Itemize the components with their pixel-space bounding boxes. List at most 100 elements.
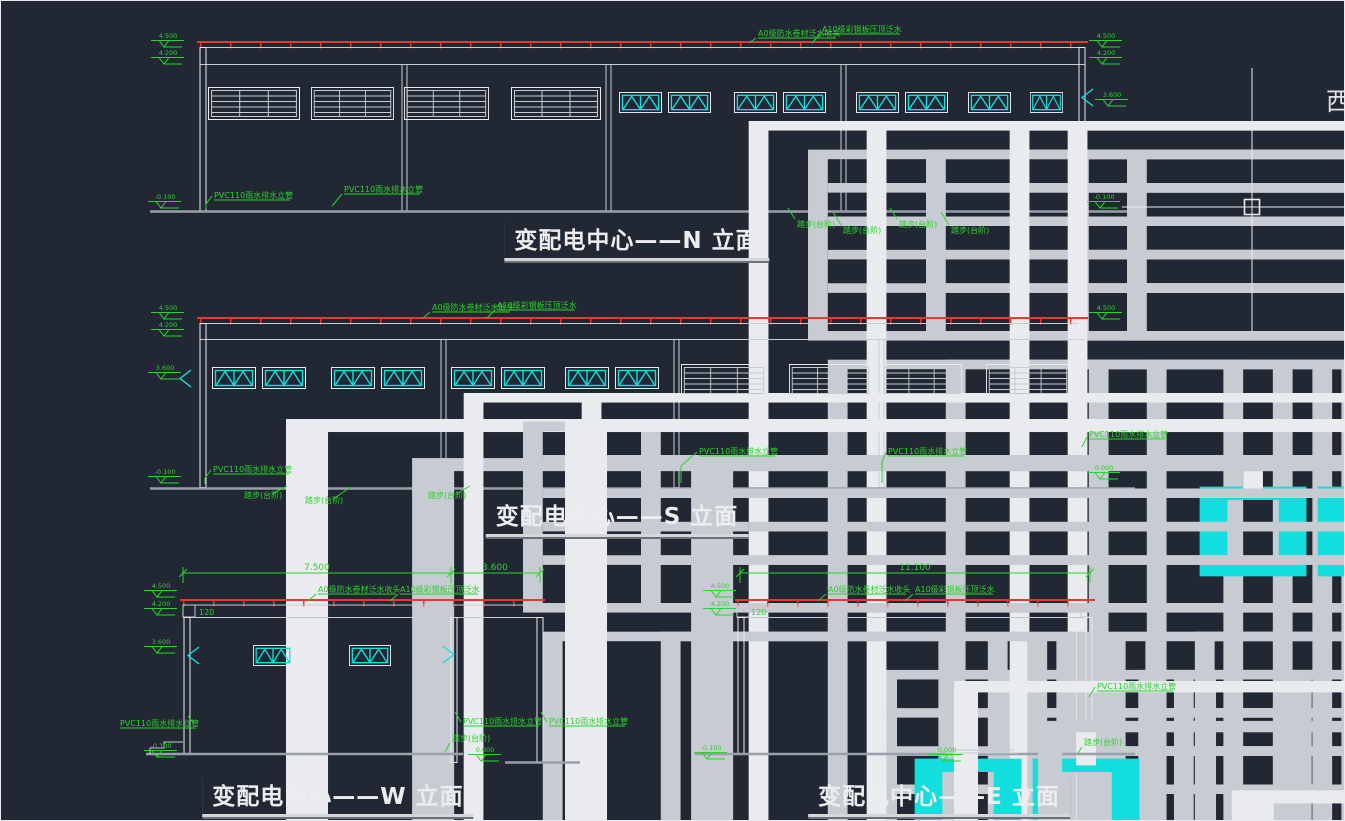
level-marker[interactable]: 4.500 [143, 582, 178, 598]
level-marker[interactable]: 4.500 [150, 304, 185, 320]
truss-window[interactable] [856, 92, 899, 113]
level-marker[interactable]: 3.600 [147, 364, 182, 380]
louver-window[interactable] [208, 87, 300, 120]
level-marker[interactable]: 4.500 [150, 32, 185, 48]
roof-note-label[interactable]: A0级防水卷材泛水收头 [307, 584, 401, 602]
level-marker[interactable]: 0.000 [467, 746, 502, 762]
parapet-dim-label[interactable]: 120 [751, 608, 766, 617]
roof-note-label[interactable]: A10级彩钢板压顶泛水 [811, 24, 902, 44]
steps-label[interactable]: 踏步(台阶) [444, 733, 490, 753]
w-elevation-title[interactable]: 变配电中心——W 立面 [202, 777, 474, 817]
level-marker[interactable]: -0.100 [147, 468, 182, 484]
level-marker[interactable]: 3.600 [1094, 91, 1129, 107]
w-elevation-drawing[interactable]: 7.500 3.600 120 A0级防水卷材泛水收头 A10级彩钢板压顶泛水 … [120, 563, 628, 771]
s-elevation-title[interactable]: 变配电中心——S 立面 [485, 497, 749, 537]
e-elevation-drawing[interactable]: 11.100 120 A0级防水卷材泛水收头 A10级彩钢板压顶泛水 PVC11… [693, 563, 1345, 821]
roof-note-label[interactable]: A0级防水卷材泛水收头 [817, 584, 911, 602]
s-elevation-drawing[interactable]: A0级防水卷材泛水收头 A10级彩钢板压顶泛水 PVC110雨水排水立管 PVC… [147, 300, 1345, 821]
truss-window[interactable] [1030, 92, 1063, 113]
n-elevation-title[interactable]: 变配电中心——N 立面 [504, 221, 770, 261]
pvc-downpipe-label[interactable]: PVC110雨水排水立管 [680, 446, 778, 483]
level-marker[interactable]: 4.500 [1088, 304, 1123, 320]
level-marker[interactable]: 4.500 [1088, 32, 1123, 48]
louver-window[interactable] [311, 87, 394, 120]
pvc-downpipe-label[interactable]: PVC110雨水排水立管 [454, 711, 542, 727]
steps-label[interactable]: 踏步(台阶) [889, 207, 937, 229]
truss-window[interactable] [968, 92, 1011, 113]
steps-label[interactable]: 踏步(台阶) [787, 207, 835, 229]
e-elevation-title[interactable]: 变配电中心——E 立面 [808, 777, 1070, 817]
roof-note-label[interactable]: A0级防水卷材泛水收头 [422, 302, 515, 319]
level-marker[interactable]: -0.100 [143, 742, 178, 758]
truss-window[interactable] [615, 367, 659, 389]
svg-text:PVC110雨水排水立管: PVC110雨水排水立管 [344, 184, 423, 194]
svg-text:0.000: 0.000 [476, 746, 495, 754]
svg-text:4.500: 4.500 [159, 304, 178, 312]
level-marker[interactable]: 4.200 [150, 49, 185, 65]
svg-text:踏步(台阶): 踏步(台阶) [1084, 737, 1122, 747]
truss-window[interactable] [262, 367, 306, 389]
truss-window[interactable] [501, 367, 545, 389]
n-elevation-drawing[interactable]: A0级防水卷材泛水收头 A10级彩钢板压顶泛水 PVC110雨水排水立管 PVC… [147, 24, 1345, 821]
svg-text:踏步(台阶): 踏步(台阶) [428, 490, 466, 500]
level-marker[interactable]: -0.100 [147, 193, 182, 209]
louver-window[interactable] [404, 87, 489, 120]
svg-text:踏步(台阶): 踏步(台阶) [244, 490, 282, 500]
svg-text:A10级彩钢板压顶泛水: A10级彩钢板压顶泛水 [400, 584, 480, 594]
steps-label[interactable]: 踏步(台阶) [244, 485, 288, 500]
pvc-downpipe-label[interactable]: PVC110雨水排水立管 [204, 464, 292, 484]
pvc-downpipe-label[interactable]: PVC110雨水排水立管 [205, 190, 293, 209]
svg-text:PVC110雨水排水立管: PVC110雨水排水立管 [888, 446, 967, 456]
dimension-line[interactable]: 11.100 [735, 563, 1095, 583]
truss-window[interactable] [349, 645, 391, 666]
dimension-line[interactable]: 7.500 3.600 [178, 563, 545, 583]
level-marker[interactable]: 0.000 [929, 746, 964, 762]
svg-text:4.500: 4.500 [1097, 304, 1116, 312]
louver-window[interactable] [511, 87, 601, 120]
level-marker[interactable]: 4.200 [143, 600, 178, 616]
level-marker[interactable]: -0.100 [693, 744, 728, 760]
svg-text:3.600: 3.600 [482, 563, 508, 573]
truss-window[interactable] [451, 367, 495, 389]
pvc-downpipe-label[interactable]: PVC110雨水排水立管 [1081, 429, 1168, 448]
level-marker[interactable]: 3.600 [143, 638, 178, 654]
truss-window[interactable] [565, 367, 609, 389]
svg-text:A10级彩钢板压顶泛水: A10级彩钢板压顶泛水 [497, 300, 577, 310]
steps-label[interactable]: 踏步(台阶) [428, 485, 471, 500]
truss-window[interactable] [619, 92, 662, 113]
truss-window[interactable] [331, 367, 375, 389]
level-marker[interactable]: -0.100 [1086, 193, 1121, 209]
truss-window[interactable] [381, 367, 425, 389]
roof-note-label[interactable]: A10级彩钢板压顶泛水 [904, 584, 995, 602]
steps-label[interactable]: 踏步(台阶) [1077, 737, 1122, 754]
truss-window[interactable] [212, 367, 256, 389]
pvc-downpipe-label[interactable]: PVC110雨水排水立管 [331, 184, 423, 207]
svg-text:PVC110雨水排水立管: PVC110雨水排水立管 [463, 716, 542, 726]
pvc-downpipe-label[interactable]: PVC110雨水排水立管 [1088, 681, 1176, 698]
svg-text:PVC110雨水排水立管: PVC110雨水排水立管 [699, 446, 778, 456]
level-marker[interactable]: 0.000 [1086, 464, 1121, 480]
level-marker[interactable]: 4.200 [1088, 49, 1123, 65]
level-marker[interactable]: 4.200 [150, 321, 185, 337]
level-marker[interactable]: 4.500 [702, 582, 737, 598]
wall-outline[interactable] [183, 617, 544, 763]
truss-window[interactable] [668, 92, 711, 113]
truss-window[interactable] [905, 92, 948, 113]
level-marker[interactable]: 4.200 [702, 600, 737, 616]
steps-label[interactable]: 踏步(台阶) [305, 486, 352, 505]
parapet-dim-label[interactable]: 120 [199, 608, 214, 617]
pvc-downpipe-label[interactable]: PVC110雨水排水立管 [120, 715, 199, 729]
roof-note-label[interactable]: A0级防水卷材泛水收头 [748, 28, 841, 44]
roof-note-label[interactable]: A10级彩钢板压顶泛水 [389, 584, 480, 602]
steps-label[interactable]: 踏步(台阶) [832, 211, 881, 235]
svg-text:4.200: 4.200 [711, 600, 730, 608]
pvc-downpipe-label[interactable]: PVC110雨水排水立管 [540, 711, 628, 727]
truss-window[interactable] [783, 92, 826, 113]
roof-note-label[interactable]: A10级彩钢板压顶泛水 [486, 300, 577, 319]
pvc-downpipe-label[interactable]: PVC110雨水排水立管 [881, 446, 967, 483]
steps-label[interactable]: 踏步(台阶) [940, 211, 989, 235]
truss-window[interactable] [734, 92, 777, 113]
svg-text:A0级防水卷材泛水收头: A0级防水卷材泛水收头 [828, 584, 911, 594]
